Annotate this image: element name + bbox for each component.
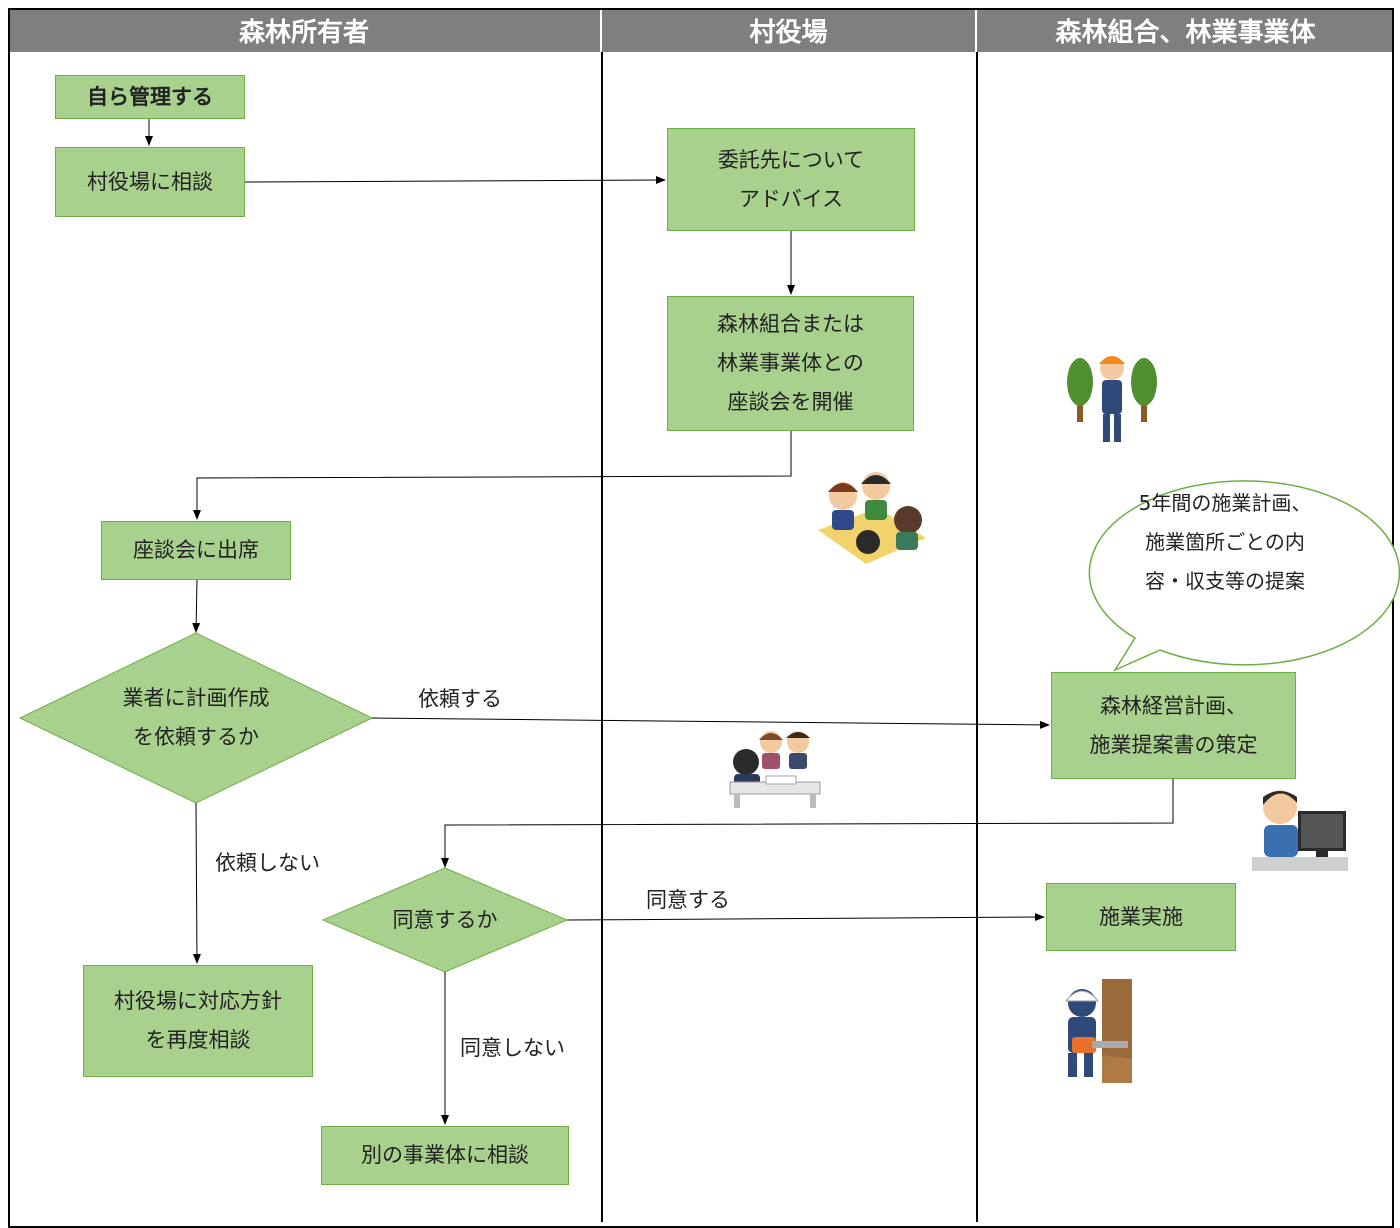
- lane-divider-2: [976, 52, 978, 1222]
- office-worker-computer-icon: [1252, 790, 1348, 871]
- node-consult-village: 村役場に相談: [55, 147, 245, 217]
- speech-bubble-shape: [1088, 480, 1400, 672]
- decision-agree: 同意するか: [392, 907, 498, 932]
- meeting-people-icon: [818, 472, 926, 564]
- node-plan-create: 森林経営計画、 施業提案書の策定: [1051, 672, 1296, 779]
- edge-label-request: 依頼する: [418, 687, 502, 711]
- node-self-manage: 自ら管理する: [55, 75, 245, 119]
- node-advise: 委託先について アドバイス: [667, 128, 915, 231]
- node-hold-meeting: 森林組合または 林業事業体との 座談会を開催: [667, 296, 914, 431]
- node-attend-meeting: 座談会に出席: [101, 521, 291, 580]
- node-other-business: 別の事業体に相談: [321, 1126, 569, 1185]
- edge-label-agree-no: 同意しない: [460, 1036, 565, 1060]
- lane-header-village: 村役場: [602, 8, 977, 52]
- consultation-people-icon: [729, 731, 821, 808]
- decision-ask-plan: 業者に計画作成 を依頼するか: [122, 686, 270, 749]
- speech-bubble-text: 5年間の施業計画、 施業箇所ごとの内 容・収支等の提案: [1138, 490, 1312, 593]
- forester-with-trees-icon: [1067, 356, 1157, 442]
- lane-divider-1: [601, 52, 603, 1222]
- lane-header-union: 森林組合、林業事業体: [977, 8, 1394, 52]
- node-execute: 施業実施: [1046, 883, 1236, 951]
- chainsaw-worker-icon: [1064, 979, 1132, 1083]
- edge-label-no-request: 依頼しない: [215, 851, 320, 875]
- edge-label-agree-yes: 同意する: [646, 888, 730, 912]
- lane-header-owner: 森林所有者: [8, 8, 602, 52]
- node-reconsult: 村役場に対応方針 を再度相談: [83, 965, 313, 1077]
